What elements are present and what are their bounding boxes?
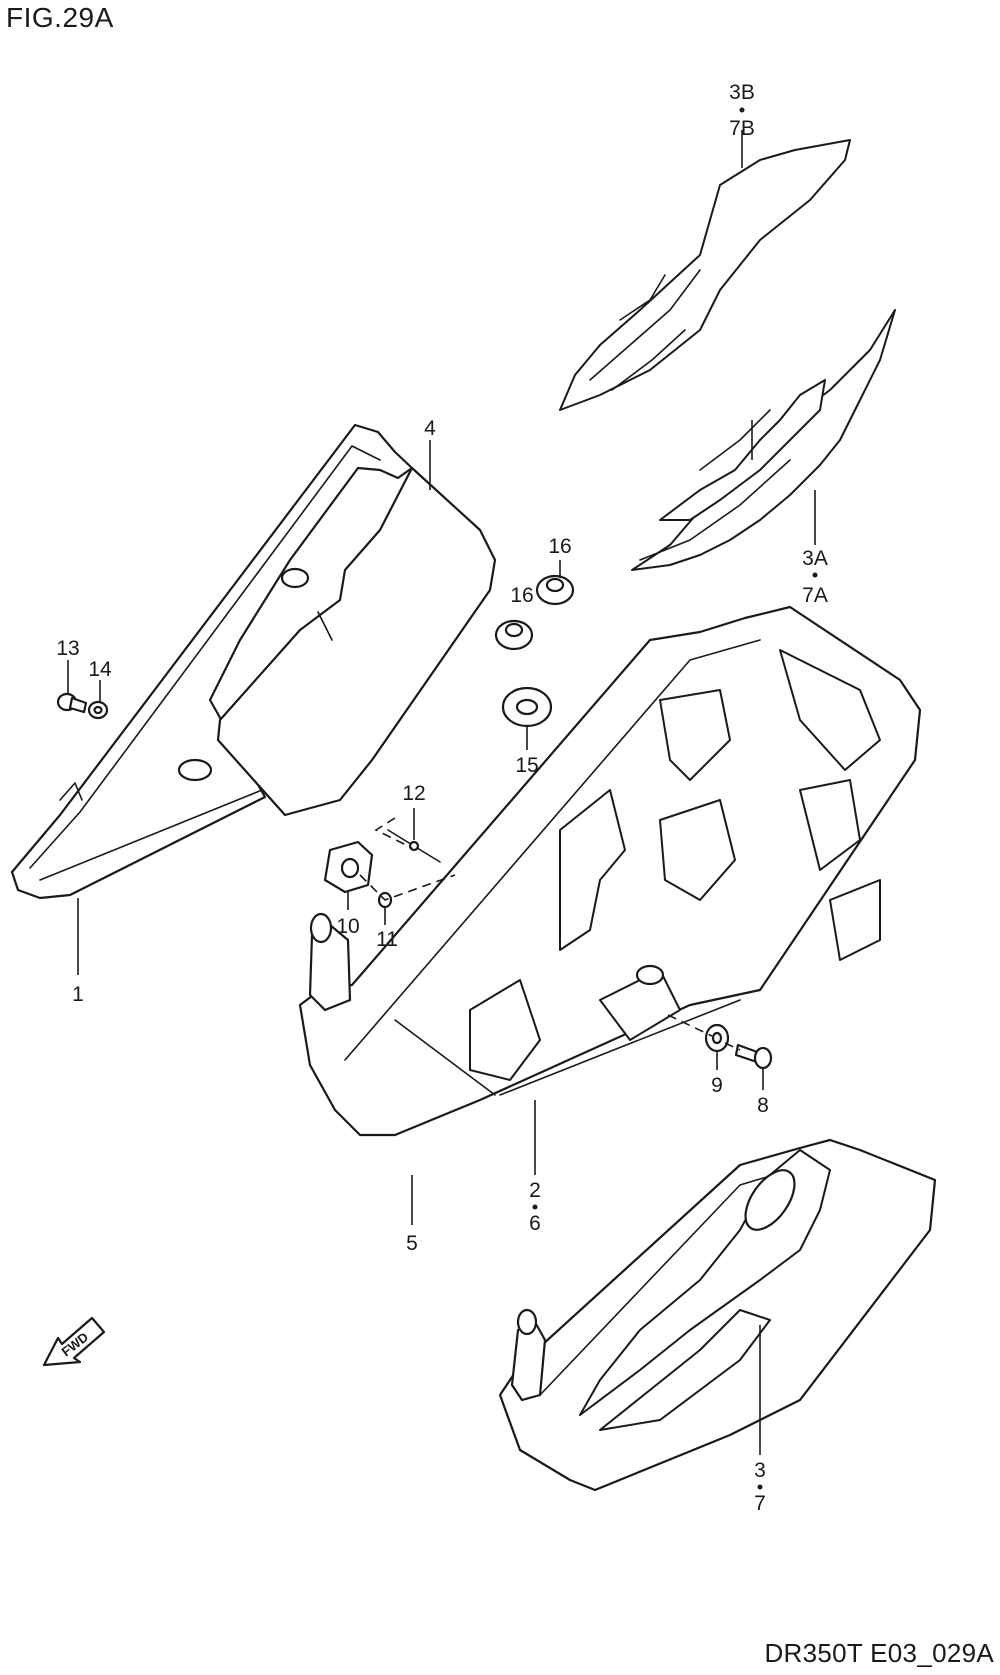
callout-9: 9 [711, 1074, 723, 1097]
callout-14: 14 [88, 658, 112, 681]
figure-title: FIG.29A [6, 2, 114, 33]
leader-lines [67, 130, 816, 1455]
callout-7: 7 [754, 1492, 766, 1515]
callout-15: 15 [515, 754, 538, 777]
callout-separator-dot [812, 572, 818, 578]
callout-3: 3 [754, 1459, 766, 1482]
callout-5: 5 [406, 1232, 418, 1255]
part-16-grommet-upper [535, 574, 575, 606]
part-13-bolt [56, 692, 88, 714]
decal-3b-upper [559, 139, 851, 411]
callout-7a: 7A [802, 584, 828, 607]
callout-10: 10 [336, 915, 359, 938]
part-5-large-side-cover [298, 605, 922, 1137]
callout-2: 2 [529, 1179, 541, 1202]
decal-3a-middle [631, 309, 896, 571]
callout-13: 13 [56, 637, 79, 660]
part-3-lower-side-cover [498, 1138, 937, 1492]
callout-3a: 3A [802, 547, 828, 570]
part-8-bolt [734, 1043, 773, 1070]
callout-3b: 3B [729, 81, 755, 104]
callout-7b: 7B [729, 117, 755, 140]
drawing-code: DR350T E03_029A [764, 1638, 994, 1668]
forward-arrow-icon: FWD [42, 1316, 106, 1367]
callout-separator-dot [757, 1484, 763, 1490]
callout-12: 12 [402, 782, 425, 805]
callout-separator-dot [739, 107, 745, 113]
callout-4: 4 [424, 417, 436, 440]
callout-16-upper: 16 [548, 535, 571, 558]
part-1-left-frame-cover [10, 423, 414, 900]
part-4-side-panel [216, 466, 497, 817]
callout-separator-dot [532, 1204, 538, 1210]
part-14-washer [87, 700, 109, 720]
part-16-grommet-lower [494, 619, 534, 651]
part-15-grommet [501, 686, 553, 728]
assembly-guide-lines [359, 817, 741, 1051]
callout-16-lower: 16 [510, 584, 533, 607]
callout-labels: 1 2 6 3 7 3A 7A 3B 7B 4 5 8 9 10 11 12 1… [56, 81, 828, 1515]
callout-11: 11 [376, 928, 398, 951]
part-9-washer [704, 1023, 730, 1053]
part-12-clip [387, 829, 441, 863]
callout-1: 1 [72, 983, 84, 1006]
callout-8: 8 [757, 1094, 769, 1117]
callout-6: 6 [529, 1212, 541, 1235]
part-10-bracket [323, 840, 374, 894]
